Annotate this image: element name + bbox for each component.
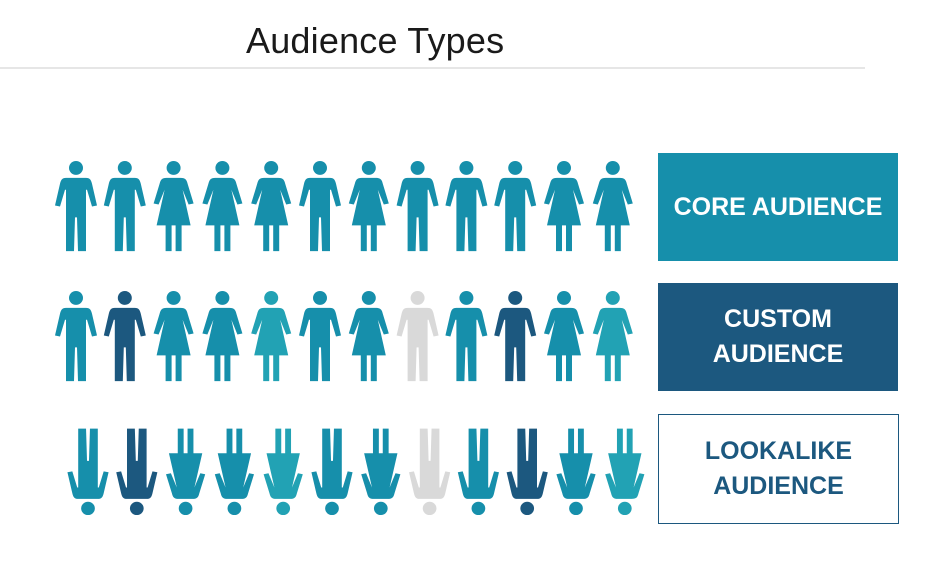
custom-figures-svg [55, 290, 633, 382]
core-audience-people-row [0, 160, 650, 260]
custom-audience-box: CUSTOM AUDIENCE [658, 283, 898, 391]
core-person-female-3 [153, 160, 194, 252]
custom-person-female-12 [592, 290, 633, 382]
custom-audience-label-line-1: CUSTOM [724, 305, 832, 333]
lookalike-audience-label-line-1: LOOKALIKE [704, 437, 853, 465]
title-divider [0, 67, 865, 69]
custom-audience-people-row [0, 290, 650, 390]
core-person-male-8 [396, 160, 439, 252]
lookalike-person-female-4 [214, 428, 254, 516]
core-figures-svg [55, 160, 633, 252]
lookalike-person-female-7 [361, 428, 401, 516]
lookalike-audience-people-row [0, 420, 650, 520]
core-person-female-11 [544, 160, 584, 252]
core-person-female-12 [592, 160, 633, 252]
lookalike-person-male-6 [311, 428, 353, 516]
lookalike-audience-box: LOOKALIKE AUDIENCE [658, 414, 899, 524]
custom-person-male-9 [445, 290, 488, 382]
custom-person-female-5 [251, 290, 292, 382]
custom-person-male-1 [55, 290, 97, 382]
lookalike-person-male-2 [116, 428, 158, 516]
core-person-male-9 [445, 160, 488, 252]
lookalike-person-female-11 [556, 428, 596, 516]
lookalike-person-male-10 [506, 428, 548, 516]
lookalike-audience-label-line-2: AUDIENCE [713, 472, 844, 500]
lookalike-person-female-12 [605, 428, 645, 516]
custom-person-male-6 [299, 290, 341, 382]
page-title: Audience Types [246, 20, 505, 61]
custom-audience-label-line-2: AUDIENCE [712, 340, 844, 368]
core-person-male-1 [55, 160, 97, 252]
core-person-female-4 [202, 160, 243, 252]
custom-person-male-10 [494, 290, 537, 382]
core-person-female-5 [251, 160, 292, 252]
core-person-male-2 [103, 160, 146, 252]
core-audience-label: CORE AUDIENCE [673, 192, 883, 221]
core-audience-box: CORE AUDIENCE [658, 153, 898, 261]
custom-person-male-2 [103, 290, 146, 382]
lookalike-person-female-3 [166, 428, 206, 516]
core-person-female-7 [348, 160, 389, 252]
custom-person-female-11 [544, 290, 584, 382]
lookalike-person-male-1 [67, 428, 109, 516]
custom-person-male-8 [396, 290, 439, 382]
custom-person-female-7 [348, 290, 389, 382]
custom-person-female-4 [202, 290, 243, 382]
lookalike-figures-svg [67, 428, 645, 516]
lookalike-person-female-5 [263, 428, 303, 516]
lookalike-person-male-9 [457, 428, 499, 516]
core-person-male-10 [494, 160, 537, 252]
custom-person-female-3 [153, 290, 194, 382]
core-person-male-6 [299, 160, 341, 252]
lookalike-person-male-8 [409, 428, 451, 516]
